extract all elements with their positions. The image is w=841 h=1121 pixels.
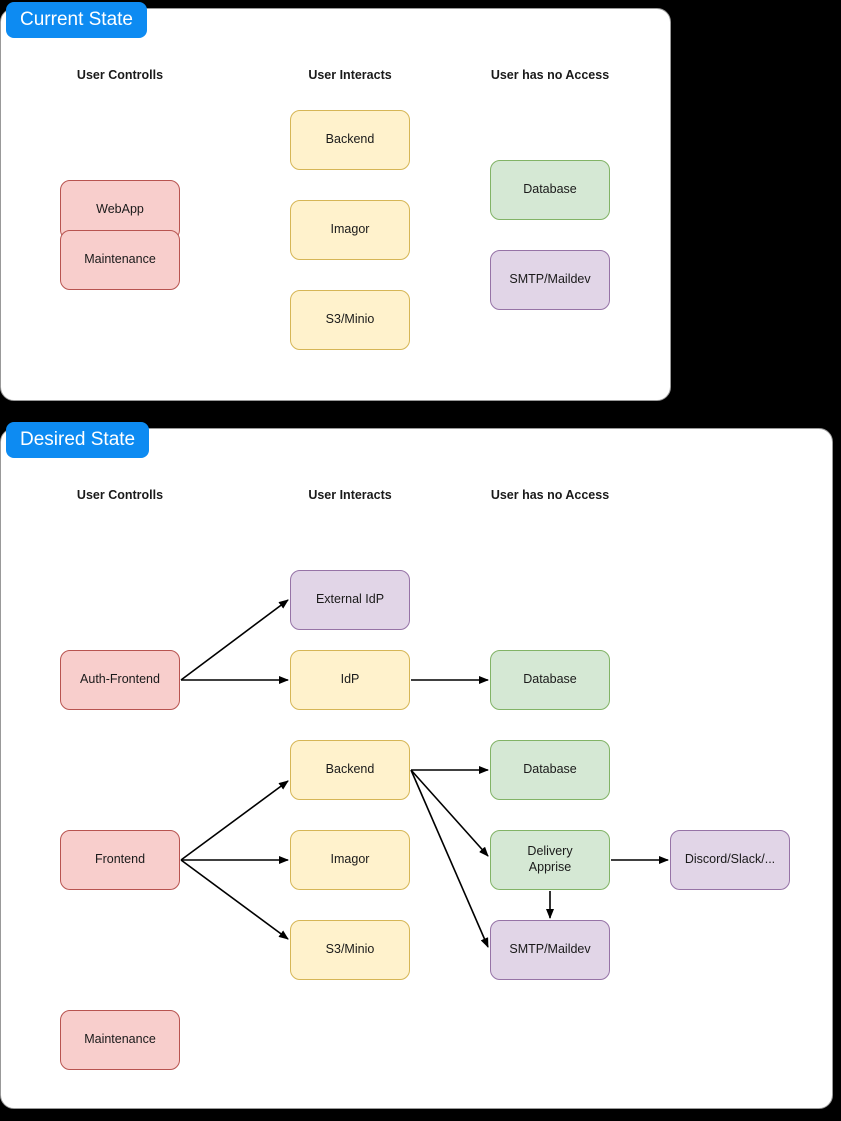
node-database-idp-desired[interactable]: Database <box>490 650 610 710</box>
node-auth-frontend-desired[interactable]: Auth-Frontend <box>60 650 180 710</box>
node-imagor-desired[interactable]: Imagor <box>290 830 410 890</box>
panel-tab-desired-state[interactable]: Desired State <box>6 422 150 458</box>
node-maintenance-current[interactable]: Maintenance <box>60 230 180 290</box>
node-database-backend-desired[interactable]: Database <box>490 740 610 800</box>
column-header-user-no-access-current: User has no Access <box>490 68 610 82</box>
column-header-user-controls-desired: User Controlls <box>76 488 164 502</box>
node-database-current[interactable]: Database <box>490 160 610 220</box>
node-discord-slack-desired[interactable]: Discord/Slack/... <box>670 830 790 890</box>
column-header-user-interacts-current: User Interacts <box>308 68 392 82</box>
panel-tab-current-state[interactable]: Current State <box>6 2 147 38</box>
node-idp-desired[interactable]: IdP <box>290 650 410 710</box>
node-s3-minio-current[interactable]: S3/Minio <box>290 290 410 350</box>
node-delivery-apprise-desired[interactable]: Delivery Apprise <box>490 830 610 890</box>
column-header-user-interacts-desired: User Interacts <box>308 488 392 502</box>
node-imagor-current[interactable]: Imagor <box>290 200 410 260</box>
node-frontend-desired[interactable]: Frontend <box>60 830 180 890</box>
column-header-user-controls-current: User Controlls <box>76 68 164 82</box>
node-external-idp-desired[interactable]: External IdP <box>290 570 410 630</box>
node-s3-minio-desired[interactable]: S3/Minio <box>290 920 410 980</box>
column-header-user-no-access-desired: User has no Access <box>490 488 610 502</box>
node-smtp-maildev-desired[interactable]: SMTP/Maildev <box>490 920 610 980</box>
node-smtp-maildev-current[interactable]: SMTP/Maildev <box>490 250 610 310</box>
node-maintenance-desired[interactable]: Maintenance <box>60 1010 180 1070</box>
node-backend-current[interactable]: Backend <box>290 110 410 170</box>
node-backend-desired[interactable]: Backend <box>290 740 410 800</box>
panel-desired-state <box>0 428 833 1109</box>
